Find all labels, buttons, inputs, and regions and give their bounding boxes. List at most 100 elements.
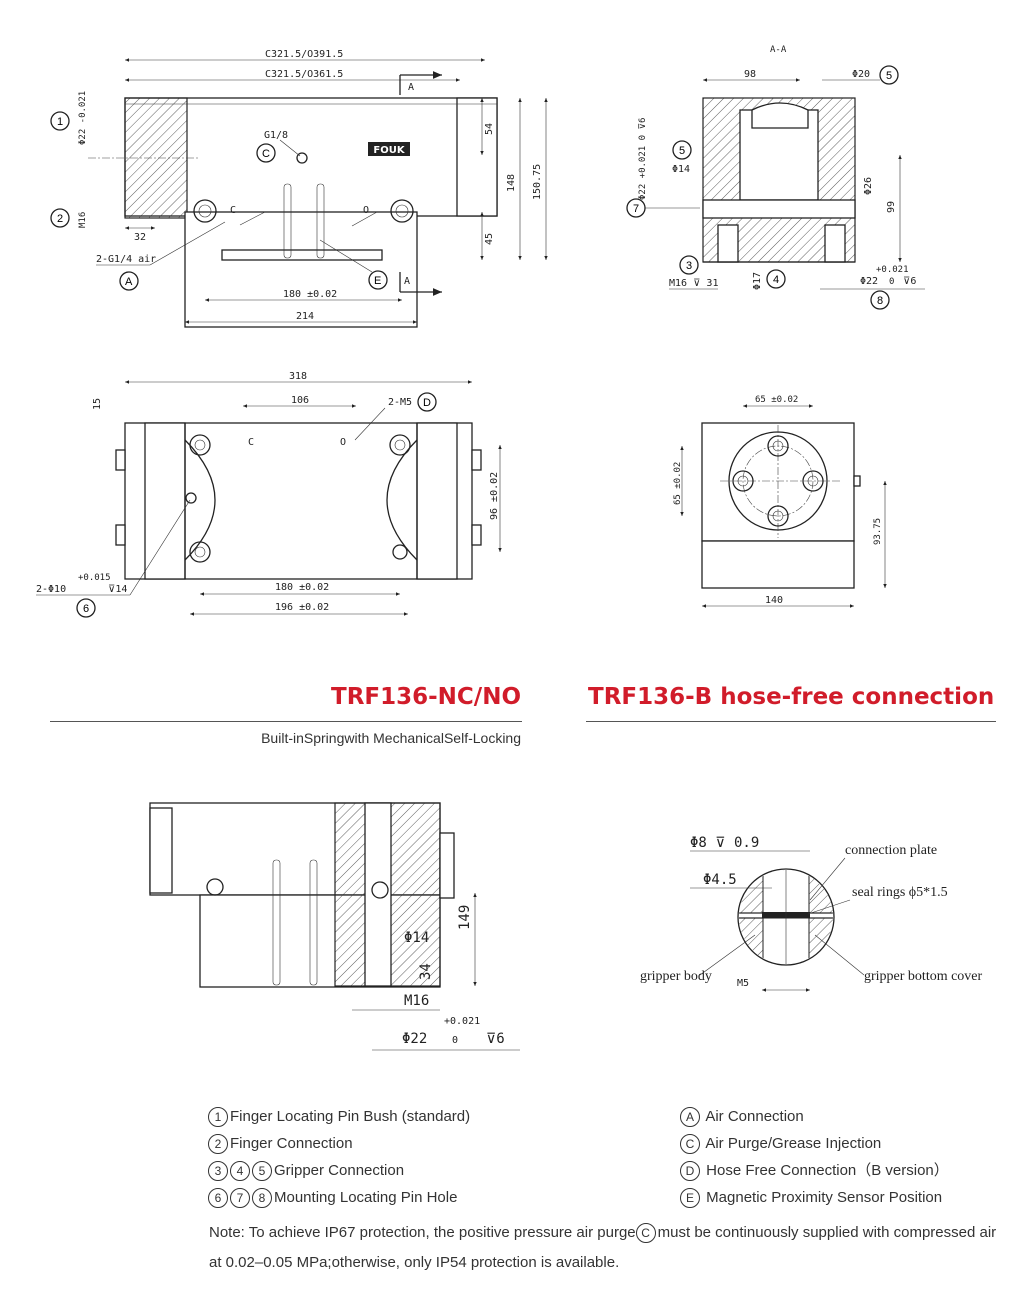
- subtitle-ncno: Built-inSpringwith MechanicalSelf-Lockin…: [261, 730, 521, 746]
- dim-phi22-top: Φ22 -0.021: [78, 91, 88, 145]
- svg-text:5: 5: [886, 70, 892, 82]
- dim-98: 98: [744, 69, 756, 80]
- dim-45: 45: [484, 233, 495, 245]
- svg-text:4: 4: [773, 274, 779, 286]
- dim-99: 99: [886, 201, 897, 213]
- dim-214: 214: [296, 311, 314, 322]
- dim-196: 196 ±0.02: [275, 602, 329, 613]
- ncno-section-view: 149 Φ14 34 M16 +0.021 Φ22 0 ⊽6: [149, 802, 520, 1051]
- title-hose-free: TRF136-B hose-free connection: [588, 684, 995, 710]
- dim-phi22-big: Φ22: [402, 1031, 427, 1047]
- mark-c: C: [230, 205, 236, 216]
- callout-3: 3: [679, 255, 699, 275]
- callout-6: 6: [76, 598, 96, 618]
- callout-5b: 5: [879, 65, 899, 85]
- legend-item-c: C Air Purge/Grease Injection: [680, 1130, 949, 1157]
- dim-2m5: 2-M5: [388, 397, 412, 408]
- svg-text:E: E: [374, 275, 381, 287]
- legend-item-a: A Air Connection: [680, 1103, 949, 1130]
- dim-big-v6: ⊽6: [486, 1031, 505, 1047]
- callout-8: 8: [870, 290, 890, 310]
- dim-15: 15: [92, 398, 103, 410]
- callouts: 1 2 A C E 5 5 7 3 4 8 D 6: [50, 65, 899, 618]
- section-aa-view: A-A 98 Φ20 Φ14 Φ22 +0.021 0 ⊽6 Φ26 99 M1…: [638, 45, 925, 290]
- dim-big-0: 0: [452, 1035, 458, 1046]
- dim-32: 32: [134, 232, 146, 243]
- dim-phi8: Φ8 ⊽ 0.9: [690, 835, 759, 851]
- dim-021: +0.021: [876, 265, 909, 275]
- dim-phi20: Φ20: [852, 69, 870, 80]
- legend-item-d: D Hose Free Connection（B version）: [680, 1157, 949, 1184]
- dim-v6: ⊽6: [903, 276, 916, 287]
- dim-g14air: 2-G1/4 air: [96, 254, 156, 265]
- dim-big-021: +0.021: [444, 1016, 480, 1027]
- dim-15075: 150.75: [532, 164, 543, 200]
- note-mark-c: C: [635, 1223, 656, 1244]
- callout-7: 7: [626, 198, 646, 218]
- dim-m16-31: M16 ⊽ 31: [669, 278, 718, 289]
- svg-text:C: C: [262, 148, 270, 160]
- svg-text:2: 2: [57, 213, 63, 225]
- callout-d: D: [417, 392, 437, 412]
- dim-65v: 65 ±0.02: [673, 462, 683, 505]
- dim-v14: ⊽14: [108, 584, 127, 595]
- top-view: 318 106 15 2-M5 C O 96 ±0.02 +0.015 2-Φ1…: [36, 371, 502, 616]
- section-mark: A-A: [770, 45, 787, 55]
- dim-phi17: Φ17: [752, 272, 763, 290]
- side-view: 65 ±0.02 65 ±0.02 93.75 140: [673, 395, 887, 608]
- callout-c: C: [256, 143, 276, 163]
- section-arrow-top: A: [408, 82, 414, 93]
- callout-4: 4: [766, 269, 786, 289]
- dim-149: 149: [457, 905, 473, 930]
- mark-o-top: O: [340, 437, 346, 448]
- svg-text:A: A: [125, 276, 133, 288]
- svg-text:7: 7: [633, 203, 639, 215]
- dim-phi22-6: Φ22 +0.021 0 ⊽6: [638, 118, 648, 200]
- ip67-note: Note: To achieve IP67 protection, the po…: [209, 1223, 997, 1271]
- label-gripper-body: gripper body: [640, 969, 712, 984]
- mark-c-top: C: [248, 437, 254, 448]
- dim-96: 96 ±0.02: [489, 472, 500, 520]
- dim-140: 140: [765, 595, 783, 606]
- dim-180-top: 180 ±0.02: [275, 582, 329, 593]
- hose-free-detail-view: Φ8 ⊽ 0.9 Φ4.5 connection plate seal ring…: [640, 835, 983, 992]
- dim-c3215: C321.5/O391.5: [265, 49, 343, 60]
- label-connection-plate: connection plate: [845, 843, 937, 858]
- dim-phi22b: Φ22: [860, 276, 878, 287]
- dim-0: 0: [889, 277, 894, 287]
- callout-2: 2: [50, 208, 70, 228]
- svg-text:1: 1: [57, 116, 63, 128]
- dim-180: 180 ±0.02: [283, 289, 337, 300]
- label-seal-rings: seal rings ϕ5*1.5: [852, 885, 948, 900]
- dim-phi45: Φ4.5: [703, 872, 737, 888]
- dim-m16-big: M16: [404, 993, 429, 1009]
- dim-phi14: Φ14: [672, 164, 690, 175]
- divider-left: [50, 721, 522, 722]
- front-view: FOUK C321.5/O391.5 C321.5/O361.5 A A 54 …: [78, 49, 548, 328]
- title-ncno: TRF136-NC/NO: [331, 684, 521, 710]
- dim-148: 148: [506, 174, 517, 192]
- svg-text:3: 3: [686, 260, 692, 272]
- svg-text:6: 6: [83, 603, 89, 615]
- dim-106: 106: [291, 395, 309, 406]
- callout-1: 1: [50, 111, 70, 131]
- dim-318: 318: [289, 371, 307, 382]
- dim-65h: 65 ±0.02: [755, 395, 798, 405]
- dim-9375: 93.75: [873, 518, 883, 545]
- label-gripper-bottom-cover: gripper bottom cover: [864, 969, 983, 984]
- dim-phi14-big: Φ14: [404, 930, 429, 946]
- dim-m5: M5: [737, 978, 749, 989]
- brand-label: FOUK: [373, 145, 405, 156]
- mark-o: O: [363, 205, 369, 216]
- dim-54: 54: [484, 123, 495, 135]
- svg-text:8: 8: [877, 295, 883, 307]
- divider-right: [586, 721, 996, 722]
- dim-phi10: 2-Φ10: [36, 584, 66, 595]
- legend-item-e: E Magnetic Proximity Sensor Position: [680, 1184, 949, 1211]
